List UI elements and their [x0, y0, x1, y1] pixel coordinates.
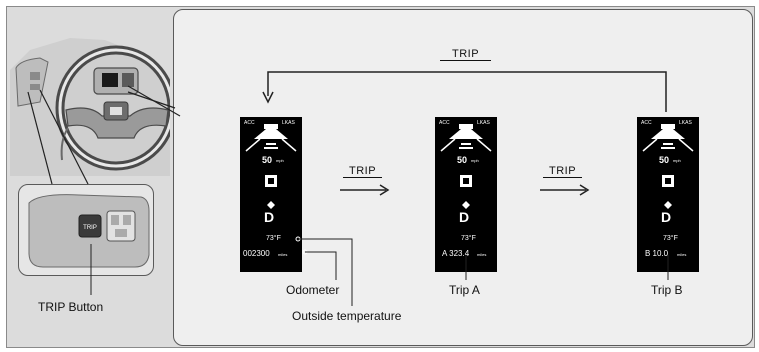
gear-indicator: D	[661, 209, 672, 225]
odometer-unit: miles	[278, 252, 288, 257]
acc-indicator: ACC	[439, 120, 450, 126]
display-screen-trip-a: ACC LKAS 50 mph D 73°F A 323.4 miles	[435, 117, 497, 272]
trip-a-value: A 323.4	[442, 249, 470, 258]
speed-unit: mph	[276, 158, 284, 163]
speed-value: 50	[659, 155, 670, 165]
outside-temperature-value: 73°F	[663, 235, 678, 242]
lane-assist-graphic	[440, 124, 492, 209]
outside-temperature-value: 73°F	[266, 235, 281, 242]
display-screen-odometer: ACC LKAS 50 mph D 73°F 002300 miles	[240, 117, 302, 272]
acc-indicator: ACC	[244, 120, 255, 126]
lkas-indicator: LKAS	[282, 120, 295, 126]
speed-unit: mph	[673, 158, 681, 163]
steering-button-panel: TRIP	[18, 184, 154, 276]
trip-b-value: B 10.0	[645, 249, 669, 258]
trip-arrow-label-2: TRIP	[543, 165, 583, 178]
lkas-indicator: LKAS	[477, 120, 490, 126]
trip-b-unit: miles	[677, 252, 687, 257]
steering-wheel-illustration	[10, 38, 170, 176]
trip-b-caption: Trip B	[651, 283, 683, 297]
gear-indicator: D	[264, 209, 275, 225]
gear-indicator: D	[459, 209, 470, 225]
outside-temperature-value: 73°F	[461, 235, 476, 242]
button-closeup-illustration: TRIP	[28, 194, 150, 268]
trip-button-caption: TRIP Button	[38, 300, 104, 314]
lane-assist-graphic	[642, 124, 694, 209]
odometer-caption: Odometer	[286, 283, 340, 297]
acc-indicator: ACC	[641, 120, 652, 126]
cycle-trip-label: TRIP	[440, 48, 492, 61]
speed-value: 50	[457, 155, 468, 165]
svg-text:TRIP: TRIP	[83, 225, 97, 231]
outside-temperature-caption: Outside temperature	[292, 309, 402, 323]
speed-unit: mph	[471, 158, 479, 163]
trip-a-unit: miles	[477, 252, 487, 257]
speed-value: 50	[262, 155, 273, 165]
lkas-indicator: LKAS	[679, 120, 692, 126]
lane-assist-graphic	[245, 124, 297, 209]
odometer-value: 002300	[243, 249, 270, 258]
trip-arrow-label-1: TRIP	[343, 165, 383, 178]
trip-a-caption: Trip A	[449, 283, 480, 297]
display-screen-trip-b: ACC LKAS 50 mph D 73°F B 10.0 miles	[637, 117, 699, 272]
